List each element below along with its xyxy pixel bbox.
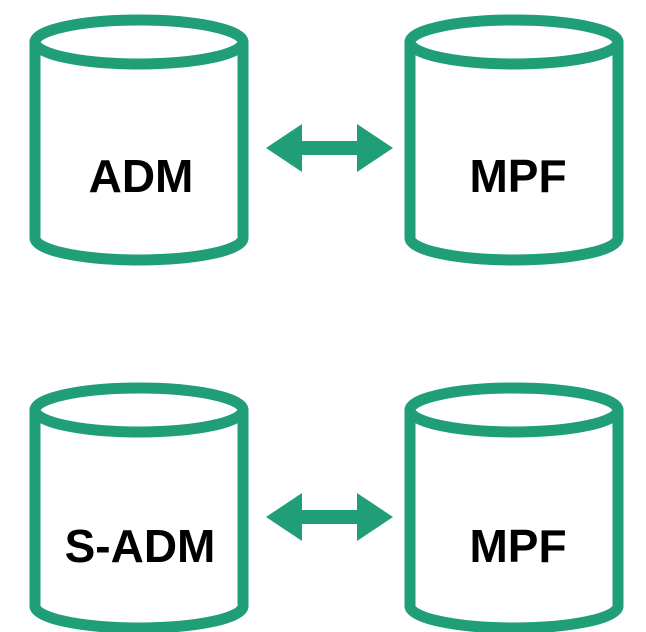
database-cylinder-icon <box>29 14 249 266</box>
database-cylinder-icon <box>29 382 249 632</box>
database-mpf-1: MPF <box>404 14 624 266</box>
bidirectional-arrow <box>266 124 393 172</box>
bidirectional-arrow <box>266 493 393 541</box>
diagram-row-1: ADM MPF <box>29 14 624 266</box>
database-s-adm: S-ADM <box>29 382 249 632</box>
database-cylinder-icon <box>404 14 624 266</box>
database-label-adm: ADM <box>89 150 194 202</box>
database-cylinder-icon <box>404 382 624 632</box>
database-mpf-2: MPF <box>404 382 624 632</box>
database-label-mpf-2: MPF <box>469 520 566 572</box>
diagram-row-2: S-ADM MPF <box>29 382 624 632</box>
database-label-s-adm: S-ADM <box>65 520 216 572</box>
double-arrow-icon <box>266 493 393 541</box>
database-adm: ADM <box>29 14 249 266</box>
double-arrow-icon <box>266 124 393 172</box>
database-label-mpf-1: MPF <box>469 150 566 202</box>
